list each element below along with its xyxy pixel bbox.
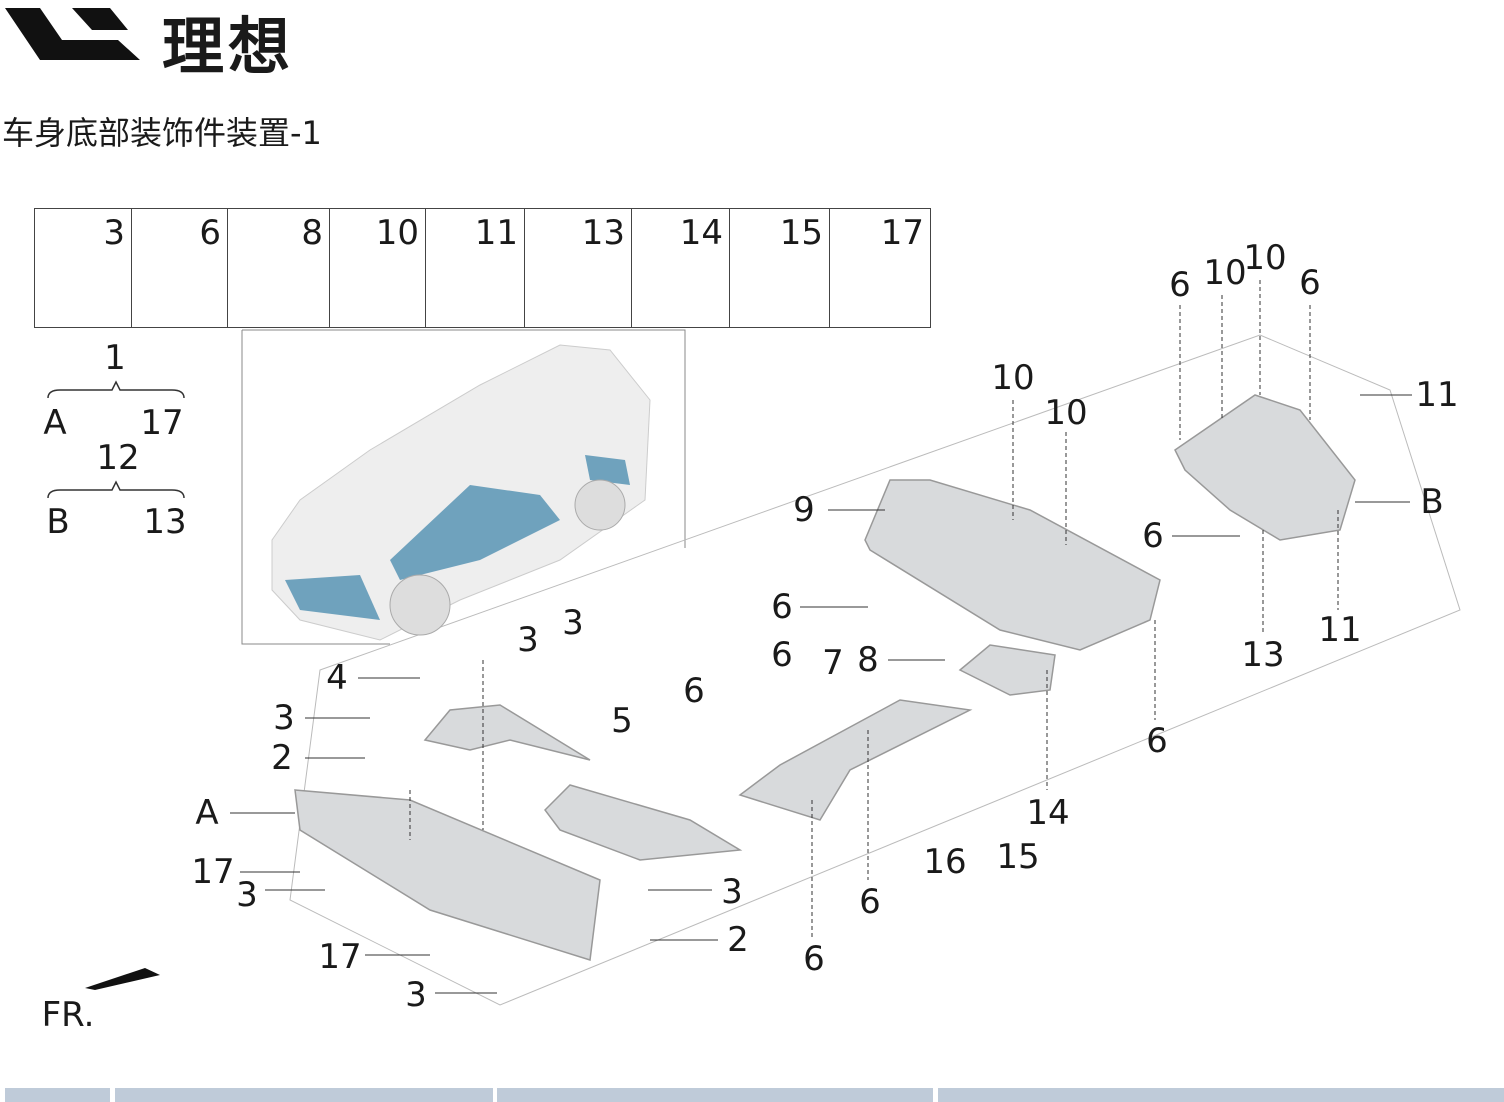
legend-group-1: 1 (104, 338, 126, 378)
callout[interactable]: 6 (1169, 265, 1191, 305)
part-thumb-13[interactable]: 13 (524, 208, 632, 328)
callout[interactable]: 11 (1415, 375, 1459, 415)
part-thumb-3[interactable]: 3 (34, 208, 132, 328)
callout[interactable]: 16 (923, 842, 967, 882)
part-number: 6 (199, 213, 221, 253)
callout[interactable]: 6 (1146, 721, 1168, 761)
part-thumb-10[interactable]: 10 (329, 208, 426, 328)
part-number: 13 (581, 213, 625, 253)
callout[interactable]: 5 (611, 701, 633, 741)
callout[interactable]: 3 (236, 875, 258, 915)
callout[interactable]: 3 (562, 603, 584, 643)
callout[interactable]: 6 (1299, 263, 1321, 303)
callout[interactable]: 17 (191, 852, 235, 892)
front-direction-label: FR. (41, 995, 95, 1035)
legend-braces (47, 380, 185, 499)
part-number: 3 (103, 213, 125, 253)
legend-group-12: 12 (96, 438, 140, 478)
leader-lines (409, 280, 1339, 940)
part-number: 17 (880, 213, 924, 253)
callout[interactable]: 6 (803, 939, 825, 979)
part-thumb-17[interactable]: 17 (829, 208, 931, 328)
callout[interactable]: 3 (405, 975, 427, 1015)
callout[interactable]: 2 (271, 738, 293, 778)
callout[interactable]: 2 (727, 920, 749, 960)
callout[interactable]: 3 (721, 872, 743, 912)
part-number: 10 (375, 213, 419, 253)
callout[interactable]: 8 (857, 640, 879, 680)
callout[interactable]: 11 (1318, 610, 1362, 650)
callout[interactable]: 17 (318, 937, 362, 977)
callout[interactable]: B (1420, 482, 1444, 522)
callout[interactable]: 6 (683, 671, 705, 711)
callout[interactable]: 6 (771, 635, 793, 675)
callout[interactable]: 10 (1044, 393, 1088, 433)
callout[interactable]: 14 (1026, 793, 1070, 833)
page-title: 车身底部装饰件装置-1 (2, 114, 322, 152)
callout[interactable]: 4 (326, 658, 348, 698)
legend-13: 13 (143, 502, 187, 542)
callout[interactable]: 6 (771, 587, 793, 627)
part-thumb-15[interactable]: 15 (729, 208, 830, 328)
callout[interactable]: 10 (1243, 238, 1287, 278)
callout[interactable]: 15 (996, 837, 1040, 877)
part-thumb-11[interactable]: 11 (425, 208, 525, 328)
callout[interactable]: 6 (859, 882, 881, 922)
part-thumb-14[interactable]: 14 (631, 208, 730, 328)
front-arrow (85, 968, 160, 990)
part-thumb-8[interactable]: 8 (227, 208, 330, 328)
legend-b: B (46, 502, 70, 542)
callout[interactable]: 3 (273, 698, 295, 738)
footer-cell (115, 1088, 493, 1102)
underbody-panels (85, 394, 1356, 990)
callout[interactable]: 6 (1142, 516, 1164, 556)
footer-cell (5, 1088, 110, 1102)
brand-logo (5, 8, 140, 60)
part-thumb-6[interactable]: 6 (131, 208, 228, 328)
part-number: 8 (301, 213, 323, 253)
part-number: 14 (679, 213, 723, 253)
callout[interactable]: A (195, 793, 219, 833)
legend-a: A (43, 403, 67, 443)
part-number: 15 (779, 213, 823, 253)
footer-cell (938, 1088, 1504, 1102)
callout[interactable]: 10 (1203, 253, 1247, 293)
callout[interactable]: 13 (1241, 635, 1285, 675)
callout[interactable]: 7 (822, 643, 844, 683)
callout[interactable]: 9 (793, 490, 815, 530)
brand-name: 理想 (162, 10, 295, 83)
callout[interactable]: 3 (517, 620, 539, 660)
callout[interactable]: 10 (991, 358, 1035, 398)
legend-17: 17 (140, 403, 184, 443)
vehicle-illustration (271, 344, 651, 641)
part-number: 11 (474, 213, 518, 253)
footer-cell (497, 1088, 933, 1102)
